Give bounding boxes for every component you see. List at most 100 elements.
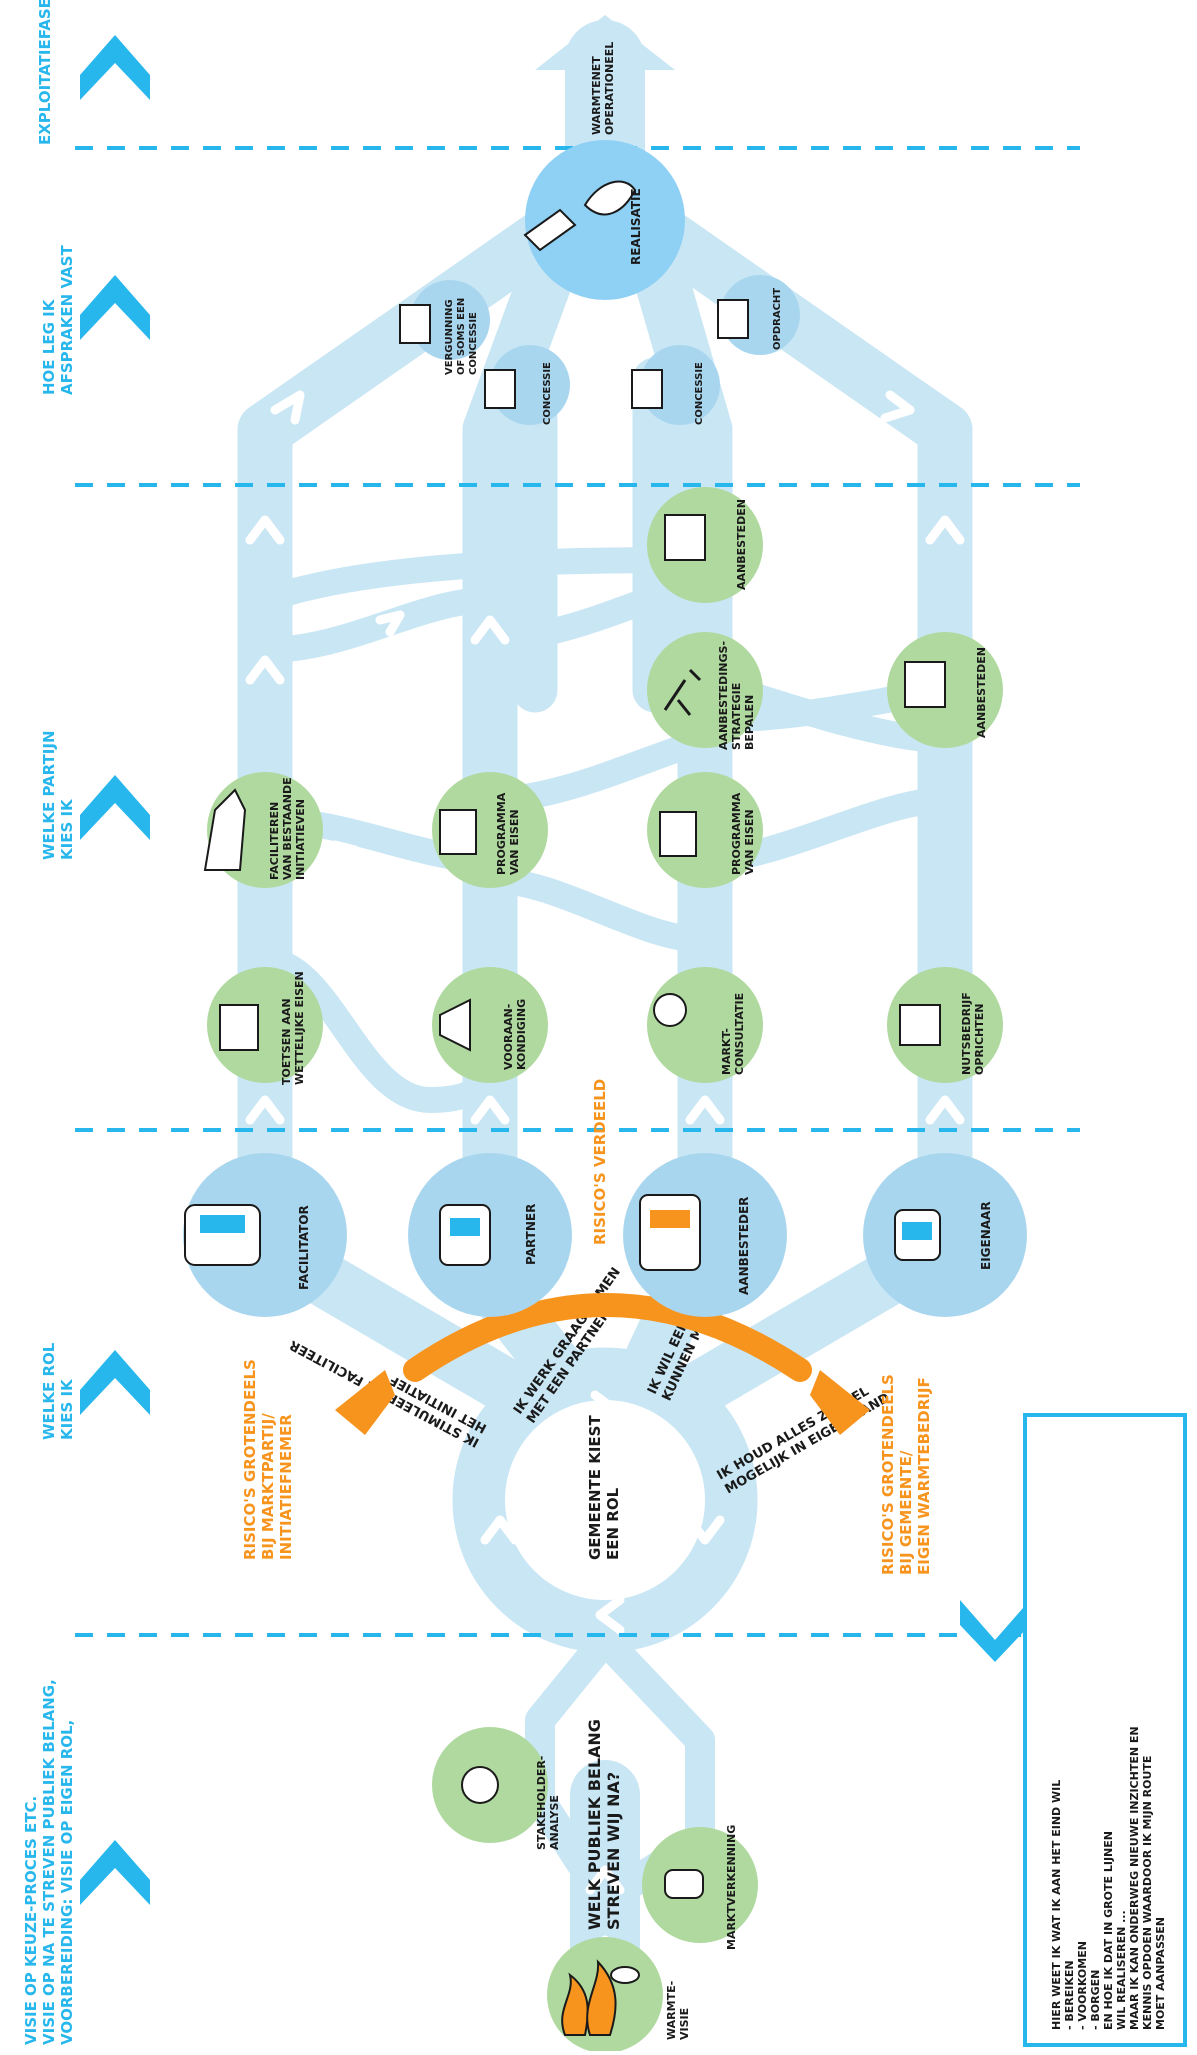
eye-icon (610, 1966, 640, 1984)
svg-text:REALISATIE: REALISATIE (629, 188, 643, 265)
svg-text:MARKTVERKENNING: MARKTVERKENNING (725, 1825, 738, 1950)
checklist-icon (219, 1004, 259, 1051)
document-icon (439, 809, 477, 855)
phase-exploitatie-line1: EXPLOITATIEFASE (36, 0, 54, 145)
svg-text:RISICO'S GROTENDEELS BIJ: RISICO'S GROTENDEELS BIJ GEMEENTE/ EIGEN… (879, 1369, 933, 1575)
node-marktconsultatie: MARKT- CONSULTATIE (647, 967, 763, 1083)
binoculars-icon (664, 1869, 704, 1899)
phase-voorbereiding-line1: VOORBEREIDING: VISIE OP EIGEN ROL, (58, 1720, 76, 2045)
svg-text:AANBESTEDINGS- STRATEGIE: AANBESTEDINGS- STRATEGIE BEPALEN (717, 637, 756, 750)
phase-afspraken-line1: HOE LEG IK (40, 298, 58, 395)
node-toetsen: TOETSEN AAN WETTELIJKE EISEN (207, 967, 323, 1085)
arrow-down-right-icon (810, 1370, 870, 1435)
tender-document-icon (904, 661, 946, 708)
node-aanbesteden-2: AANBESTEDEN (887, 632, 1003, 748)
svg-text:PARTNER: PARTNER (524, 1204, 538, 1265)
risk-left: RISICO'S GROTENDEELS BIJ MARKTPARTIJ/ IN… (241, 1354, 295, 1560)
svg-text:WELK PUBLIEK BELANG STRE: WELK PUBLIEK BELANG STREVEN WIJ NA? (585, 1713, 623, 1930)
svg-text:WARMTENET OPERATIONEEL: WARMTENET OPERATIONEEL (590, 42, 616, 135)
svg-text:CONCESSIE: CONCESSIE (694, 362, 705, 425)
chevron-up-icon (80, 1350, 150, 1415)
node-nutsbedrijf: NUTSBEDRIJF OPRICHTEN (887, 967, 1003, 1083)
people-icon (184, 1204, 261, 1266)
phase-exploitatie: EXPLOITATIEFASE (36, 0, 54, 145)
node-role-partner: PARTNER (408, 1153, 572, 1317)
svg-text:MARKT- CONSULTATIE: MARKT- CONSULTATIE (720, 993, 746, 1075)
thought-bubble-icon (653, 993, 687, 1027)
phase-voorbereiding-line2: VISIE OP NA TE STREVEN PUBLIEK BELANG, (40, 1679, 58, 2045)
document-icon (659, 811, 697, 857)
flow-paths (237, 20, 973, 2055)
svg-text:WELKE PARTIJN KIES IK: WELKE PARTIJN KIES IK (40, 725, 76, 860)
svg-text:STAKEHOLDER- ANALYSE: STAKEHOLDER- ANALYSE (535, 1752, 561, 1850)
people-icon (639, 1194, 701, 1271)
svg-text:VOORBEREIDING: VISIE OP EIGEN: VOORBEREIDING: VISIE OP EIGEN ROL, VISIE… (22, 1674, 76, 2045)
node-role-eigenaar: EIGENAAR (863, 1153, 1027, 1317)
svg-text:HOE LEG IK AFSPRAKEN VAS: HOE LEG IK AFSPRAKEN VAST (40, 245, 76, 395)
svg-text:HIER WEET IK WAT IK AAN HET EI: HIER WEET IK WAT IK AAN HET EIND WIL - B… (1050, 1723, 1167, 2030)
phase-voorbereiding-line3: VISIE OP KEUZE-PROCES ETC. (22, 1796, 40, 2045)
svg-text:FACILITEREN VAN BESTAAND: FACILITEREN VAN BESTAANDE INITIATIEVEN (268, 773, 307, 880)
contract-icon (484, 369, 516, 409)
node-pve-1: PROGRAMMA VAN EISEN (432, 772, 548, 888)
svg-text:GEMEENTE KIEST EEN ROL: GEMEENTE KIEST EEN ROL (586, 1410, 622, 1560)
risk-middle: RISICO'S VERDEELD (591, 1079, 609, 1245)
contract-icon (631, 369, 663, 409)
node-vooraankondiging: VOORAAN- KONDIGING (432, 967, 548, 1083)
node-realisatie: REALISATIE (523, 140, 685, 300)
risk-arc (335, 1293, 870, 1435)
megaphone-icon (439, 998, 471, 1052)
node-opdracht: OPDRACHT (717, 275, 800, 355)
svg-text:AANBESTEDEN: AANBESTEDEN (975, 647, 988, 738)
shovel-icon (523, 208, 577, 252)
contract-icon (717, 299, 749, 339)
phase-rol: WELKE ROL KIES IK (40, 1337, 76, 1440)
svg-text:WARMTE- VISIE: WARMTE- VISIE (665, 1977, 691, 2040)
svg-text:TOETSEN AAN WETTELIJKE E: TOETSEN AAN WETTELIJKE EISEN (280, 971, 306, 1085)
phase-rol-line2: KIES IK (58, 1378, 76, 1440)
svg-text:PROGRAMMA VAN EISEN: PROGRAMMA VAN EISEN (730, 789, 756, 875)
arrow-down-left-icon (335, 1370, 395, 1435)
exit-arrow: WARMTENET OPERATIONEEL (535, 15, 675, 135)
phase-partij: WELKE PARTIJN KIES IK (40, 725, 76, 861)
chevron-up-icon (80, 35, 150, 100)
svg-text:RISICO'S VERDEELD: RISICO'S VERDEELD (591, 1079, 609, 1245)
note-box: HIER WEET IK WAT IK AAN HET EIND WIL - B… (1023, 1413, 1187, 2047)
node-gemeente-kiest: GEMEENTE KIEST EEN ROL (505, 1400, 705, 1600)
node-concessie-2: CONCESSIE (631, 345, 720, 425)
chevron-down-icon (960, 1600, 1030, 1662)
phase-voorbereiding: VOORBEREIDING: VISIE OP EIGEN ROL, VISIE… (22, 1674, 76, 2045)
node-role-aanbesteder: AANBESTEDER (623, 1153, 787, 1317)
node-pve-2: PROGRAMMA VAN EISEN (647, 772, 763, 888)
node-vergunning: VERGUNNING OF SOMS EEN CONCESSIE (399, 280, 490, 375)
contract-icon (399, 304, 431, 344)
node-role-facilitator: FACILITATOR (183, 1153, 347, 1317)
chevron-up-icon (80, 775, 150, 840)
phase-afspraken: HOE LEG IK AFSPRAKEN VAST (40, 245, 76, 395)
chevron-up-icon (80, 1840, 150, 1905)
node-marktverkenning: MARKTVERKENNING (642, 1825, 758, 1950)
svg-text:VERGUNNING OF SOMS EEN: VERGUNNING OF SOMS EEN CONCESSIE (444, 294, 479, 375)
risk-right: RISICO'S GROTENDEELS BIJ GEMEENTE/ EIGEN… (879, 1369, 933, 1575)
svg-text:OPDRACHT: OPDRACHT (772, 288, 783, 350)
chevron-up-icon (80, 275, 150, 340)
svg-text:CONCESSIE: CONCESSIE (542, 362, 553, 425)
node-concessie-1: CONCESSIE (484, 345, 570, 425)
svg-text:AANBESTEDER: AANBESTEDER (737, 1197, 751, 1295)
phase-partij-line1: WELKE PARTIJN (40, 731, 58, 861)
svg-text:WELKE ROL KIES IK: WELKE ROL KIES IK (40, 1337, 76, 1440)
node-stakeholder-analyse: STAKEHOLDER- ANALYSE (432, 1727, 561, 1850)
phase-dividers (75, 146, 1080, 1637)
svg-text:RISICO'S GROTENDEELS BIJ: RISICO'S GROTENDEELS BIJ MARKTPARTIJ/ IN… (241, 1354, 295, 1560)
phase-arrows (80, 35, 1030, 1905)
svg-text:VOORAAN- KONDIGING: VOORAAN- KONDIGING (502, 999, 528, 1070)
node-warmtevisie: WARMTE- VISIE (547, 1937, 691, 2053)
tender-document-icon (664, 514, 706, 561)
start-question: WELK PUBLIEK BELANG STREVEN WIJ NA? (585, 1713, 623, 1930)
growth-arrow-icon (203, 788, 247, 871)
factory-icon (899, 1004, 941, 1046)
node-aanbestedingsstrategie: AANBESTEDINGS- STRATEGIE BEPALEN (647, 632, 763, 750)
svg-text:PROGRAMMA VAN EISEN: PROGRAMMA VAN EISEN (495, 789, 521, 875)
strategy-icon (663, 668, 702, 716)
flame-icon (586, 1959, 617, 2036)
